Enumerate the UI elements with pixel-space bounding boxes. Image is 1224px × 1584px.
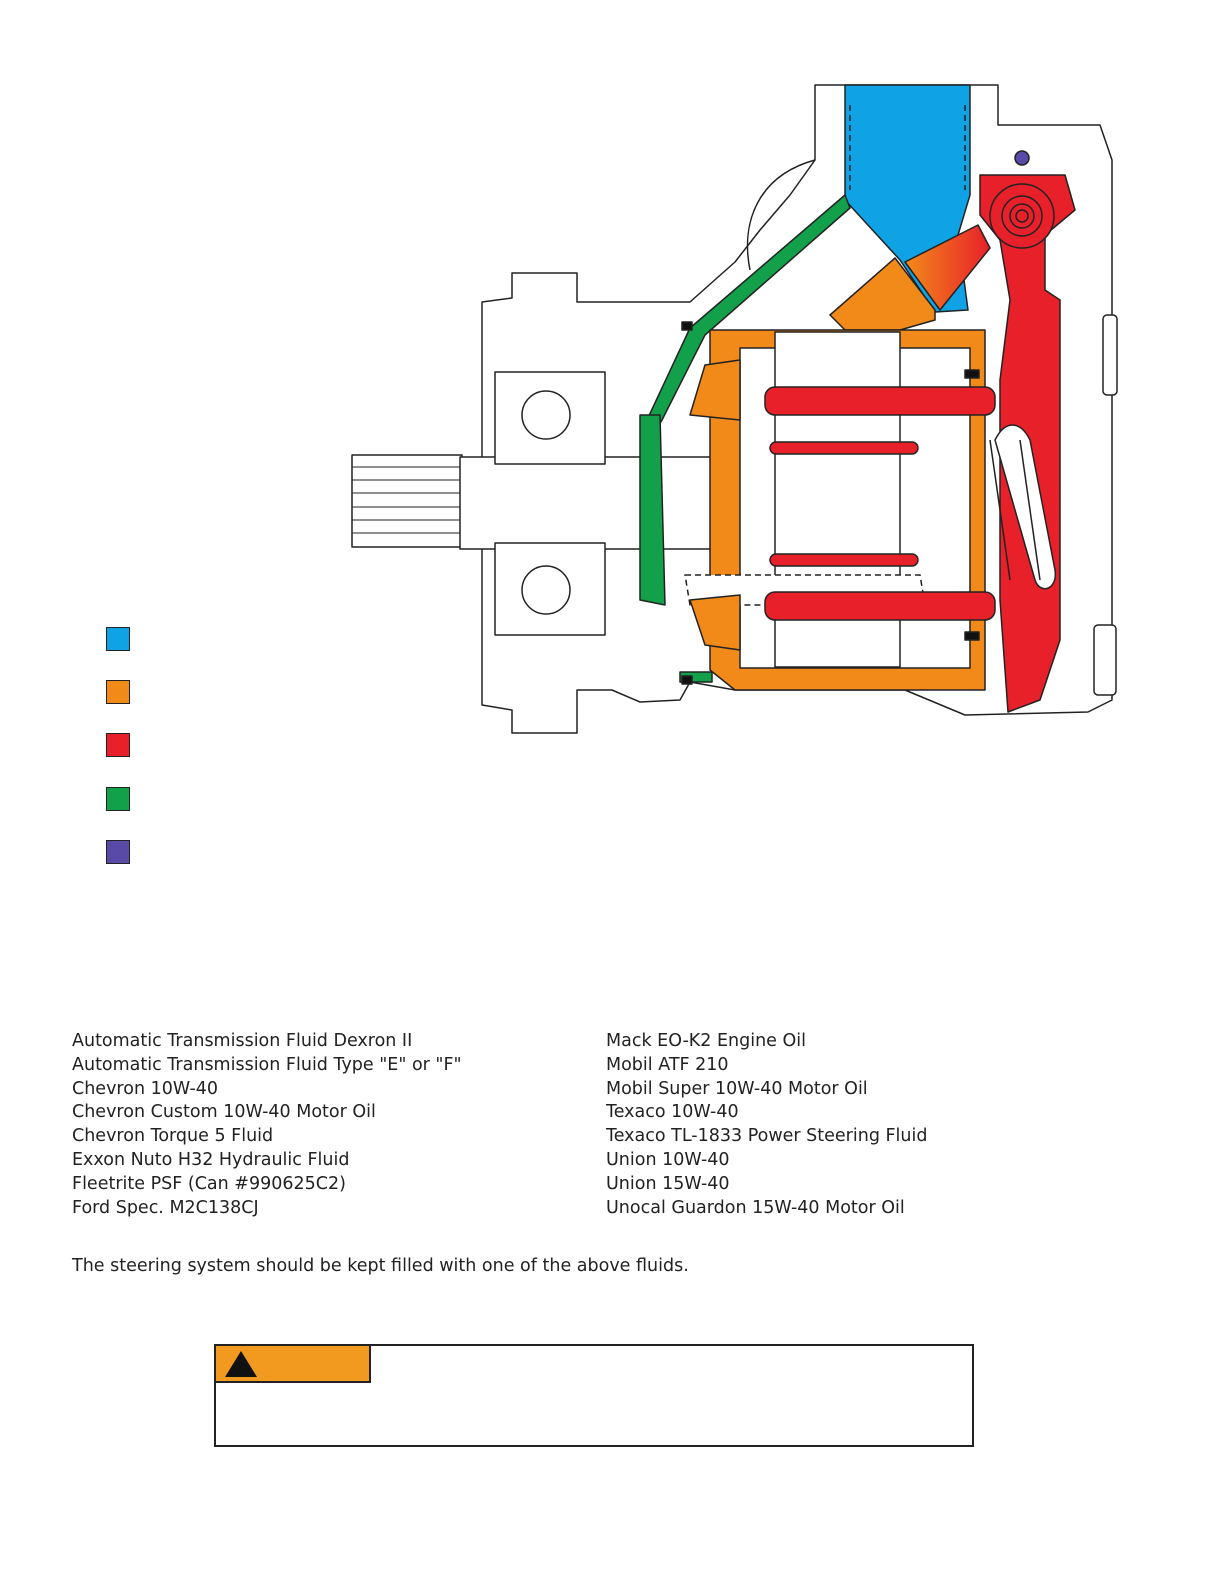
legend-swatch-blue — [106, 627, 130, 651]
main-shaft — [459, 456, 741, 550]
fluid-item: Exxon Nuto H32 Hydraulic Fluid — [72, 1149, 350, 1170]
legend-swatch-red — [106, 733, 130, 757]
fluid-item: Union 15W-40 — [606, 1173, 730, 1194]
fluid-item: Automatic Transmission Fluid Dexron II — [72, 1031, 413, 1051]
fluid-item: Automatic Transmission Fluid Type "E" or… — [72, 1054, 462, 1075]
fluid-item: Mobil Super 10W-40 Motor Oil — [606, 1078, 868, 1099]
upper-bearing-ball — [521, 390, 571, 440]
fluid-item: Texaco 10W-40 — [606, 1102, 739, 1123]
warning-tab — [216, 1346, 371, 1383]
housing-inner-arc — [746, 159, 816, 271]
legend-swatch-orange — [106, 680, 130, 704]
fluid-item: Mack EO-K2 Engine Oil — [606, 1031, 806, 1051]
lower-bearing-ball — [521, 565, 571, 615]
fluid-item: Union 10W-40 — [606, 1149, 730, 1170]
worm-coils — [989, 424, 1056, 590]
legend-swatch-purple — [106, 840, 130, 864]
purple-fluid-dot — [1014, 150, 1030, 166]
warning-box — [214, 1344, 974, 1447]
steering-gear-diagram — [340, 80, 1130, 740]
fluid-list-left: Automatic Transmission Fluid Dexron II A… — [72, 1030, 462, 1220]
fluid-note: The steering system should be kept fille… — [72, 1256, 689, 1276]
fluid-item: Chevron Custom 10W-40 Motor Oil — [72, 1102, 376, 1123]
fluid-item: Ford Spec. M2C138CJ — [72, 1197, 259, 1218]
fluid-item: Mobil ATF 210 — [606, 1054, 729, 1075]
input-shaft-splines — [351, 454, 463, 548]
fluid-item: Texaco TL-1833 Power Steering Fluid — [606, 1126, 928, 1147]
fluid-item: Unocal Guardon 15W-40 Motor Oil — [606, 1197, 905, 1218]
warning-triangle-icon — [225, 1351, 257, 1377]
fluid-item: Fleetrite PSF (Can #990625C2) — [72, 1173, 346, 1194]
fluid-item: Chevron Torque 5 Fluid — [72, 1126, 274, 1147]
fluid-item: Chevron 10W-40 — [72, 1078, 219, 1099]
legend-swatch-green — [106, 787, 130, 811]
fluid-list-right: Mack EO-K2 Engine Oil Mobil ATF 210 Mobi… — [606, 1030, 927, 1220]
